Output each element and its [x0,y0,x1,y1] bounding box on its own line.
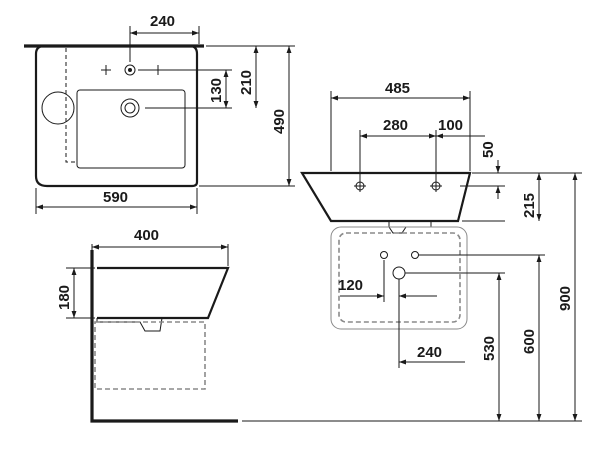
pedestal-hidden-side [94,321,206,390]
top-view: 240 130 210 490 590 [24,13,295,214]
basin-profile-side [97,266,230,320]
dim-590: 590 [103,189,128,206]
supply-right [411,251,419,259]
side-view: 400 180 [56,227,238,423]
dim-400: 400 [134,227,159,244]
dim-130: 130 [208,78,225,103]
hidden-edge [65,48,77,163]
dim-900: 900 [557,286,574,311]
dim-240-bottom: 240 [417,344,442,361]
waste-outlet-side [96,317,163,332]
drain-outer [120,98,140,118]
dim-490: 490 [271,109,288,134]
basin-profile-front [300,171,472,223]
dim-280: 280 [383,117,408,134]
tap-hole-center [128,68,132,72]
dim-180: 180 [56,285,73,310]
tap-option-marks [101,65,163,75]
supply-left [380,251,388,259]
dim-530: 530 [481,336,498,361]
dim-210: 210 [238,70,255,95]
dim-215: 215 [521,193,538,218]
dim-240-top: 240 [150,13,175,30]
towel-hole [41,91,75,125]
dim-485: 485 [385,80,410,97]
fixing-crosshairs [354,180,442,192]
dim-120: 120 [338,277,363,294]
dim-600: 600 [521,329,538,354]
wall-and-floor [90,250,238,423]
tap-hole [124,64,136,76]
front-view: 485 280 100 50 215 120 240 530 600 900 [242,80,582,422]
bowl-outline [76,89,186,169]
dim-50: 50 [480,141,497,158]
drain-inner [124,102,136,114]
dim-100: 100 [438,117,463,134]
basin-outline-top [34,44,199,188]
waste-connection [392,266,406,280]
